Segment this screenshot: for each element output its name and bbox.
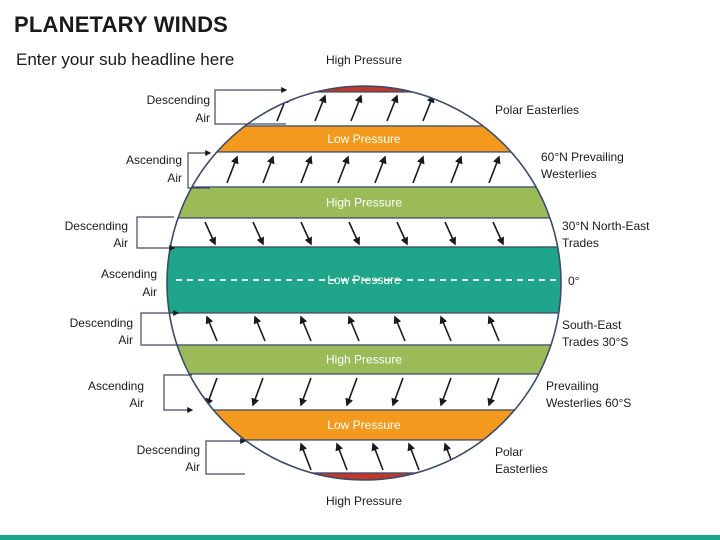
right-wind-label: South-East	[562, 318, 622, 332]
page-title: PLANETARY WINDS	[14, 12, 229, 37]
wind-arrow	[492, 221, 504, 246]
air-flow-bracket	[187, 150, 212, 189]
wind-arrow	[347, 315, 360, 342]
wind-arrow	[252, 221, 264, 246]
wind-arrow	[487, 377, 500, 407]
wind-arrow	[396, 221, 408, 246]
footer-accent-bar	[0, 535, 720, 540]
wind-arrow	[348, 221, 360, 246]
band-label: Low Pressure	[327, 418, 401, 432]
left-zone-label: Descending	[65, 219, 128, 233]
left-zone-label: Descending	[137, 443, 200, 457]
air-flow-bracket	[136, 216, 176, 251]
right-wind-label: Westerlies 60°S	[546, 396, 631, 410]
band-wind-zone	[167, 373, 561, 411]
wind-arrow	[374, 155, 387, 184]
band-high-pressure	[167, 86, 561, 93]
band-wind-zone	[167, 151, 561, 188]
band-wind-zone	[167, 312, 561, 346]
globe-outline	[166, 85, 562, 481]
air-flow-bracket	[214, 87, 288, 125]
band-label: High Pressure	[326, 196, 402, 210]
wind-arrow	[393, 315, 406, 342]
wind-arrow	[300, 221, 312, 246]
left-zone-label: Ascending	[101, 267, 157, 281]
wind-arrow	[488, 155, 501, 184]
wind-arrow	[444, 221, 456, 246]
wind-arrow	[300, 155, 313, 184]
wind-arrow	[205, 315, 218, 342]
wind-arrow	[350, 94, 363, 122]
wind-arrow	[337, 155, 350, 184]
right-wind-label: 30°N North-East	[562, 219, 650, 233]
wind-arrow	[386, 94, 399, 122]
band-label: Low Pressure	[327, 273, 401, 287]
wind-arrow	[251, 377, 264, 407]
wind-arrow	[391, 377, 404, 407]
top-pressure-label: High Pressure	[326, 53, 402, 67]
left-zone-label: Descending	[147, 93, 210, 107]
right-wind-label: Prevailing	[546, 379, 599, 393]
wind-arrow	[299, 315, 312, 342]
band-label: Low Pressure	[327, 132, 401, 146]
wind-arrow	[299, 442, 312, 471]
band-high-pressure	[167, 186, 561, 219]
wind-arrow	[439, 377, 452, 407]
wind-arrow	[314, 94, 327, 122]
right-wind-label: 0°	[568, 274, 580, 288]
left-zone-label: Air	[167, 171, 182, 185]
wind-arrow	[262, 155, 275, 184]
right-wind-label: Trades	[562, 236, 599, 250]
wind-arrow	[422, 94, 435, 122]
left-zone-label: Ascending	[126, 153, 182, 167]
left-zone-label: Air	[185, 460, 200, 474]
right-wind-label: Polar Easterlies	[495, 103, 579, 117]
wind-arrow	[371, 442, 384, 471]
wind-arrow	[412, 155, 425, 184]
band-label: High Pressure	[326, 353, 402, 367]
right-wind-label: Westerlies	[541, 167, 597, 181]
left-zone-label: Air	[129, 396, 144, 410]
right-wind-label: Easterlies	[495, 462, 548, 476]
bottom-pressure-label: High Pressure	[326, 494, 402, 508]
wind-arrow	[487, 315, 500, 342]
left-zone-label: Air	[113, 236, 128, 250]
page-subtitle: Enter your sub headline here	[16, 50, 235, 69]
band-high-pressure	[167, 472, 561, 480]
left-zone-label: Ascending	[88, 379, 144, 393]
air-flow-bracket	[140, 310, 180, 346]
wind-arrow	[253, 315, 266, 342]
right-wind-label: Polar	[495, 445, 523, 459]
wind-arrow	[335, 442, 348, 471]
left-zone-label: Air	[118, 333, 133, 347]
left-zone-label: Air	[142, 285, 157, 299]
wind-arrow	[345, 377, 358, 407]
left-zone-label: Air	[195, 111, 210, 125]
air-flow-bracket	[205, 438, 247, 475]
wind-arrow	[205, 377, 218, 407]
wind-arrow	[299, 377, 312, 407]
wind-arrow	[450, 155, 463, 184]
wind-arrow	[407, 442, 420, 471]
wind-arrow	[226, 155, 239, 184]
left-zone-label: Descending	[70, 316, 133, 330]
band-wind-zone	[167, 217, 561, 248]
right-wind-label: 60°N Prevailing	[541, 150, 624, 164]
right-wind-label: Trades 30°S	[562, 335, 628, 349]
air-flow-bracket	[163, 374, 194, 413]
wind-arrow	[439, 315, 452, 342]
wind-arrow	[204, 221, 216, 246]
